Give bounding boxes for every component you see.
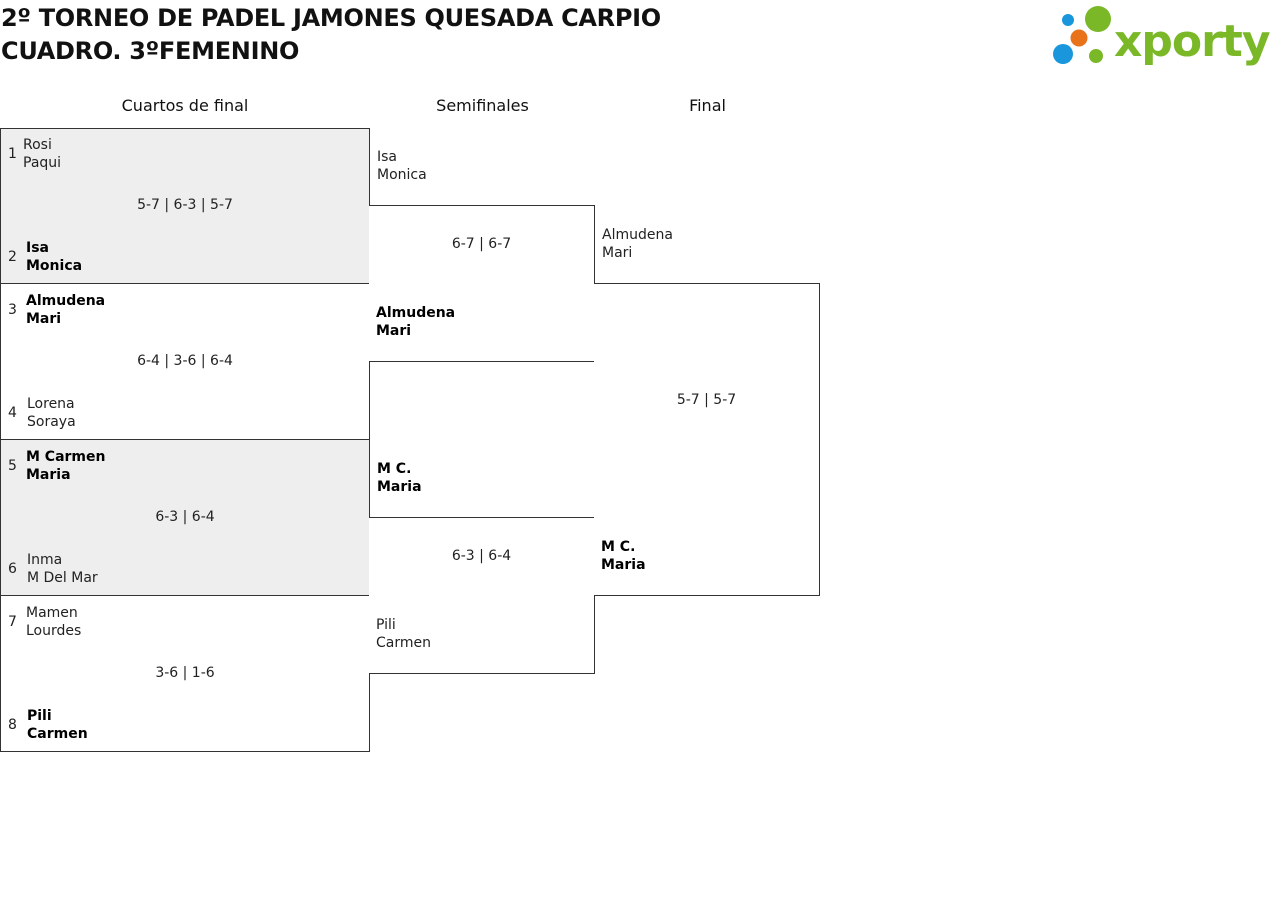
player-name: M Del Mar [27,570,98,586]
seed-number: 3 [8,302,17,318]
logo-dot-blue [1053,44,1073,64]
player-name: Lorena [27,396,75,412]
round-header-semifinals: Semifinales [436,96,529,115]
team-bottom-winner: Almudena Mari [376,304,455,340]
player-name: Lourdes [26,623,82,639]
player-name: Rosi [23,137,52,153]
player-name: Pili [27,708,52,724]
seed-number: 2 [8,249,17,265]
player-name: Maria [377,479,422,495]
match-score: 6-4 | 3-6 | 6-4 [137,353,233,369]
quarterfinal-match-4: 7 Mamen Lourdes 3-6 | 1-6 8 Pili Carmen [0,595,370,752]
final-match: 5-7 | 5-7 M C. Maria [594,283,820,596]
xporty-logo: xporty [1050,4,1276,68]
player-name: Monica [26,258,83,274]
player-name: Monica [377,167,427,183]
match-score: 5-7 | 5-7 [676,392,737,408]
player-name: Mari [376,323,412,339]
player-name: M Carmen [26,449,106,465]
team-top-winner: Almudena Mari [26,292,105,328]
semifinal-2-team-top-winner: M C. Maria [377,460,422,496]
player-name: Maria [601,557,646,573]
semifinal-1-team-top: Isa Monica [377,148,427,184]
logo-dot-blue-small [1062,14,1074,26]
semifinal-match-2: 6-3 | 6-4 Pili Carmen [369,517,595,674]
player-name: Paqui [23,155,62,171]
team-bottom: Pili Carmen [376,616,431,652]
team-top-winner: M Carmen Maria [26,448,105,484]
seed-number: 7 [8,614,17,630]
player-name: Soraya [27,414,76,430]
player-name: Isa [26,240,49,256]
logo-dot-orange [1070,29,1088,47]
round-header-quarterfinals: Cuartos de final [121,96,249,115]
team-bottom-winner: Pili Carmen [27,707,88,743]
match-score: 6-7 | 6-7 [451,236,512,252]
team-bottom-winner: M C. Maria [601,538,646,574]
player-name: Mari [26,311,62,327]
match-score: 3-6 | 1-6 [155,665,215,681]
match-score: 6-3 | 6-4 [451,548,512,564]
quarterfinal-match-3: 5 M Carmen Maria 6-3 | 6-4 6 Inma M Del … [0,439,370,596]
logo-dot-green-small [1089,49,1103,63]
player-name: Almudena [26,293,106,309]
player-name: Carmen [27,726,88,742]
semifinal-match-1: 6-7 | 6-7 Almudena Mari [369,205,595,362]
player-name: Almudena [602,227,673,243]
team-top: Mamen Lourdes [26,604,81,640]
team-bottom-winner: Isa Monica [26,239,82,275]
page-title: 2º TORNEO DE PADEL JAMONES QUESADA CARPI… [1,2,661,68]
team-bottom: Inma M Del Mar [27,551,98,587]
title-line-1: 2º TORNEO DE PADEL JAMONES QUESADA CARPI… [1,4,661,32]
player-name: M C. [377,461,412,477]
match-score: 6-3 | 6-4 [155,509,215,525]
player-name: Mamen [26,605,78,621]
player-name: Maria [26,467,71,483]
player-name: M C. [601,539,636,555]
quarterfinal-match-1: 1 Rosi Paqui 5-7 | 6-3 | 5-7 2 Isa Monic… [0,128,370,284]
logo-wordmark: xporty [1114,16,1270,67]
seed-number: 1 [8,146,17,162]
seed-number: 5 [8,458,17,474]
team-bottom: Lorena Soraya [27,395,76,431]
team-top: Rosi Paqui [23,136,61,172]
seed-number: 8 [8,717,17,733]
player-name: Almudena [376,305,456,321]
player-name: Inma [27,552,63,568]
player-name: Carmen [376,635,431,651]
round-header-final: Final [689,96,726,115]
logo-dot-green [1085,6,1111,32]
player-name: Isa [377,149,398,165]
title-line-2: CUADRO. 3ºFEMENINO [1,37,300,65]
player-name: Pili [376,617,396,633]
final-team-top: Almudena Mari [602,226,673,262]
seed-number: 6 [8,561,17,577]
quarterfinal-match-2: 3 Almudena Mari 6-4 | 3-6 | 6-4 4 Lorena… [0,283,370,440]
match-score: 5-7 | 6-3 | 5-7 [137,197,233,213]
seed-number: 4 [8,405,17,421]
player-name: Mari [602,245,633,261]
